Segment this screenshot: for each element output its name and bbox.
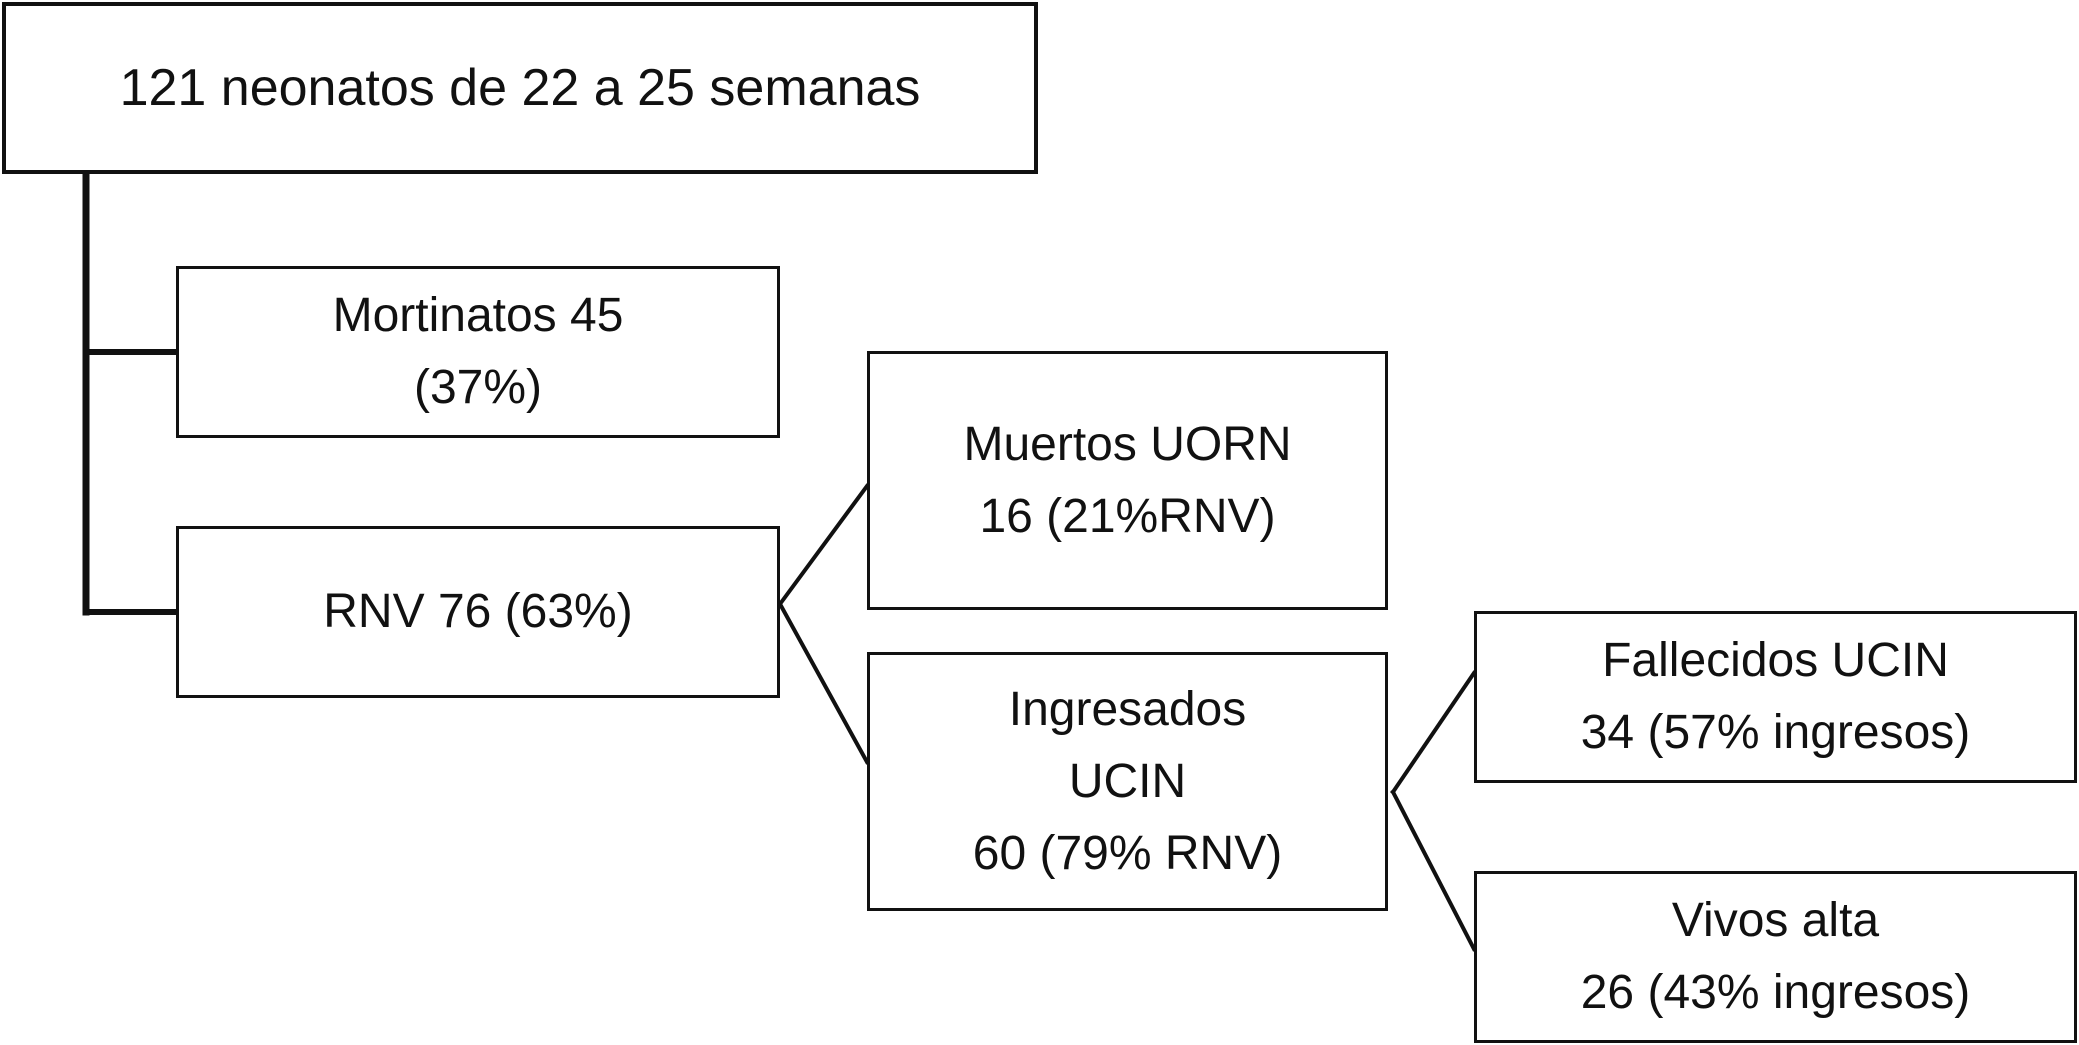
ingresados-ucin-node-box: Ingresados UCIN 60 (79% RNV) xyxy=(867,652,1388,911)
fallecidos-ucin-value: 34 (57% ingresos) xyxy=(1580,706,1971,759)
ingresados-unit: UCIN xyxy=(1068,754,1187,808)
root-node-box: 121 neonatos de 22 a 25 semanas xyxy=(2,2,1038,174)
ingresados-to-fallecidos-line xyxy=(1390,670,1477,795)
ingresados-value: 60 (79% RNV) xyxy=(972,826,1283,880)
muertos-uorn-title: Muertos UORN xyxy=(963,417,1292,471)
root-node-label: 121 neonatos de 22 a 25 semanas xyxy=(119,59,921,117)
rnv-label: RNV 76 (63%) xyxy=(323,585,633,638)
ingresados-to-vivos-line xyxy=(1390,789,1477,952)
mortinatos-node-box: Mortinatos 45 (37%) xyxy=(176,266,780,438)
vivos-alta-node-box: Vivos alta 26 (43% ingresos) xyxy=(1474,871,2077,1043)
ingresados-title: Ingresados xyxy=(1008,682,1247,736)
rnv-node-box: RNV 76 (63%) xyxy=(176,526,780,698)
muertos-uorn-node-box: Muertos UORN 16 (21%RNV) xyxy=(867,351,1388,610)
muertos-uorn-value: 16 (21%RNV) xyxy=(979,489,1276,543)
mortinatos-count-label: Mortinatos 45 xyxy=(332,289,624,342)
mortinatos-percent-label: (37%) xyxy=(413,361,543,414)
vivos-alta-title: Vivos alta xyxy=(1671,894,1880,947)
fallecidos-ucin-node-box: Fallecidos UCIN 34 (57% ingresos) xyxy=(1474,611,2077,783)
fallecidos-ucin-title: Fallecidos UCIN xyxy=(1602,634,1949,687)
vivos-alta-value: 26 (43% ingresos) xyxy=(1580,966,1971,1019)
rnv-to-ingresados-line xyxy=(777,601,870,765)
rnv-to-muertos-line xyxy=(777,483,870,607)
